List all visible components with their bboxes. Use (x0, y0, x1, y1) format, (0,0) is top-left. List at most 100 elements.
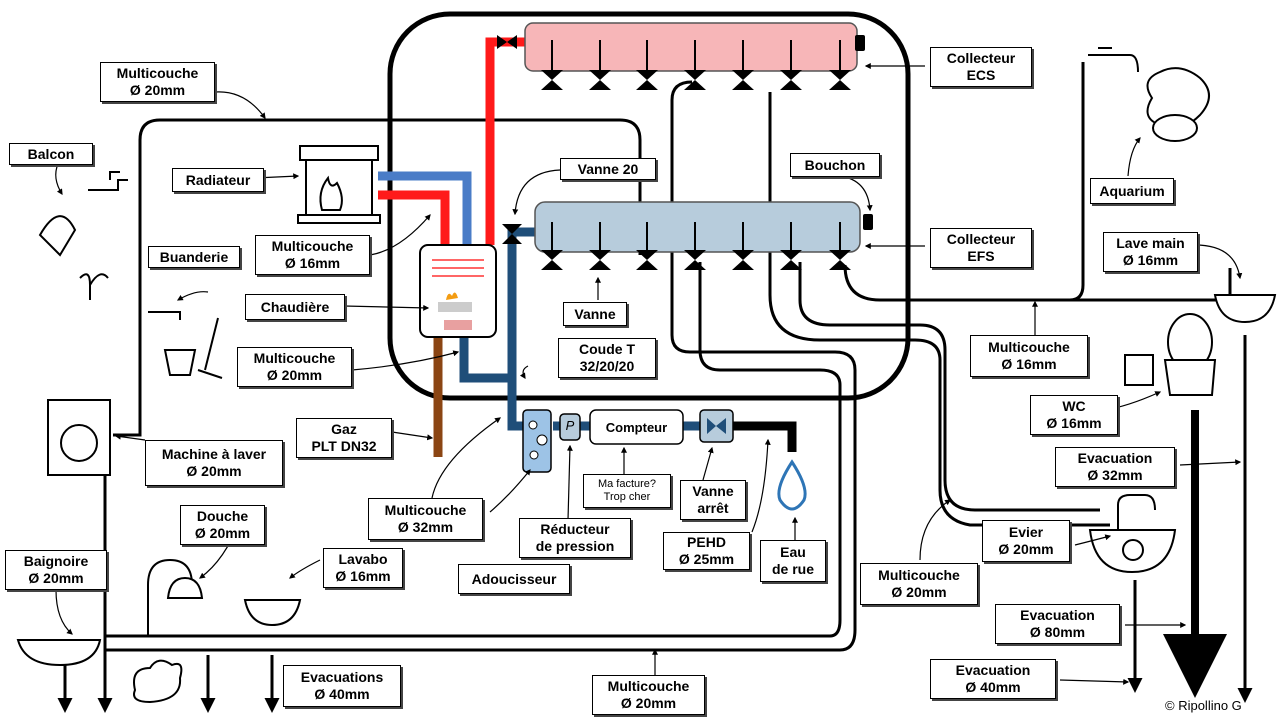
label-vanne-20: Vanne 20 (560, 158, 656, 180)
valve-icon (636, 250, 658, 270)
line-bottom-loop-1 (105, 262, 842, 638)
meter-label: Compteur (605, 420, 668, 435)
label-radiateur: Radiateur (172, 168, 264, 192)
toilet-paper-icon (1124, 354, 1154, 386)
buanderie-tap-icon (148, 311, 181, 320)
cold-to-efs (507, 227, 535, 378)
pressure-symbol: P (565, 418, 575, 433)
valve-icon (732, 250, 754, 270)
shower-frame-icon (147, 558, 193, 637)
plate-icon (1122, 539, 1144, 561)
valve-icon (780, 70, 802, 90)
bucket-icon (163, 349, 197, 376)
label-vanne: Vanne (563, 302, 627, 326)
label-balcon: Balcon (9, 143, 93, 165)
copyright-credit: © Ripollino G (1165, 698, 1242, 713)
aquarium-tap-icon (1088, 47, 1139, 73)
label-aquarium: Aquarium (1090, 178, 1174, 204)
pressure-reducer-icon (559, 413, 581, 441)
distribution-lines (57, 62, 1253, 713)
bathtub-icon (16, 639, 102, 667)
evier-tap-icon (1117, 494, 1156, 530)
label-bouchon: Bouchon (790, 153, 880, 177)
label-buanderie: Buanderie (148, 246, 240, 268)
hot-pipes (378, 37, 525, 245)
valve-icon (541, 250, 563, 270)
valve-icon (732, 70, 754, 90)
radiator-return-pipe (378, 171, 472, 245)
valve-icon (589, 250, 611, 270)
efs-taps (541, 222, 851, 270)
lavemain-sink-icon (1213, 294, 1277, 324)
valve-icon (589, 70, 611, 90)
valve-icon (684, 250, 706, 270)
valve-icon (541, 70, 563, 90)
technical-room-outline (387, 11, 911, 401)
label-ma-facture: Ma facture?Trop cher (583, 474, 671, 508)
balcon-tap-icon (88, 171, 128, 191)
collecteur-efs (534, 201, 861, 253)
wc-bowl-icon (1163, 359, 1217, 396)
line-evier-hot (798, 262, 1100, 512)
lavabo-icon (243, 599, 302, 627)
broom-icon (197, 317, 223, 379)
line-evier-cold (768, 92, 1110, 527)
valve-icon (684, 70, 706, 90)
line-lavemain (1020, 268, 1232, 302)
label-chaudiere: Chaudière (245, 294, 345, 320)
efs-plug-icon (863, 214, 873, 230)
hot-to-ecs (485, 37, 525, 245)
line-balcon-loop (113, 118, 642, 437)
ecs-plug-icon (855, 35, 865, 51)
valve-icon (829, 250, 851, 270)
shower-head-icon (166, 576, 204, 599)
vanne-20-valve-icon (502, 224, 522, 244)
radiator-icon (297, 145, 381, 224)
boiler-icon (419, 244, 497, 338)
plant-icon (79, 273, 109, 300)
fish-icon (1152, 114, 1198, 142)
watering-can-icon (38, 215, 77, 257)
hot-to-radiator (378, 190, 450, 245)
label-adoucisseur: Adoucisseur (458, 564, 570, 594)
water-drop-icon (777, 459, 807, 511)
pehd-pipe (733, 421, 797, 452)
ecs-taps (541, 40, 851, 90)
valve-icon (780, 250, 802, 270)
valve-icon (636, 70, 658, 90)
valve-icon (829, 70, 851, 90)
washing-machine-drum (60, 424, 98, 462)
line-bottom-loop-2 (105, 80, 857, 652)
collecteur-ecs (524, 22, 858, 72)
duck-icon (133, 659, 183, 704)
ecs-inlet-valve-icon (497, 35, 517, 49)
